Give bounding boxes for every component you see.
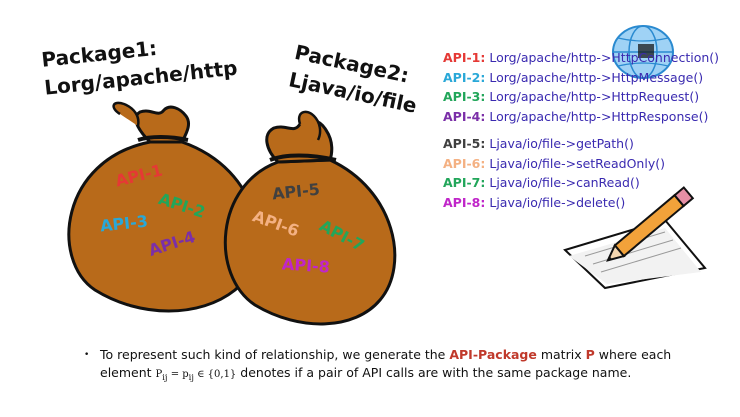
- api-signature: Lorg/apache/http->HttpRequest(): [489, 89, 700, 104]
- api-signature: Ljava/io/file->delete(): [489, 194, 626, 210]
- api-id: API-2:: [443, 69, 486, 85]
- math-subscript: ij: [162, 372, 168, 382]
- math-equals: = p: [167, 369, 189, 380]
- bullet-highlight-p: P: [585, 347, 595, 362]
- api-list-group2: API-5: Ljava/io/file->getPath() API-6: L…: [443, 134, 665, 212]
- api-id: API-7:: [443, 175, 486, 190]
- api-row: API-3: Lorg/apache/http->HttpRequest(): [443, 87, 719, 107]
- bullet-text-part2: matrix: [536, 347, 586, 362]
- api-signature: Lorg/apache/http->HttpMessage(): [489, 69, 704, 85]
- api-id: API-5:: [443, 136, 486, 151]
- api-row: API-8: Ljava/io/file->delete(): [443, 193, 665, 213]
- globe-icon: [612, 25, 674, 79]
- api-id: API-8:: [443, 194, 486, 210]
- bullet-text-part4: denotes if a pair of API calls are with …: [236, 365, 632, 380]
- api-row: API-1: Lorg/apache/http->HttpConnection(…: [443, 48, 719, 68]
- package1-bag: [67, 101, 259, 313]
- package2-bag: [223, 110, 397, 326]
- bag2-label-api8: API-8: [281, 254, 331, 277]
- api-row: API-4: Lorg/apache/http->HttpResponse(): [443, 107, 719, 127]
- api-row: API-5: Ljava/io/file->getPath(): [443, 134, 665, 154]
- bullet-text-part3: where each element: [100, 347, 672, 380]
- api-id: API-4:: [443, 108, 486, 124]
- api-signature: Ljava/io/file->getPath(): [489, 136, 634, 151]
- api-row: API-6: Ljava/io/file->setReadOnly(): [443, 154, 665, 174]
- api-signature: Ljava/io/file->canRead(): [489, 175, 640, 190]
- math-subscript2: ij: [188, 372, 194, 382]
- bullet-math: Pij = pij ∈ {0,1}: [155, 369, 237, 382]
- api-list-group1: API-1: Lorg/apache/http->HttpConnection(…: [443, 48, 719, 126]
- api-row: API-2: Lorg/apache/http->HttpMessage(): [443, 68, 719, 88]
- api-signature: Lorg/apache/http->HttpResponse(): [489, 108, 709, 124]
- api-row: API-7: Ljava/io/file->canRead(): [443, 173, 665, 193]
- bullet-text: To represent such kind of relationship, …: [100, 346, 720, 386]
- api-id: API-1:: [443, 50, 486, 65]
- api-id: API-6:: [443, 155, 486, 171]
- math-set: ∈ {0,1}: [193, 369, 237, 380]
- paper-pencil-icon: [563, 186, 707, 290]
- api-signature: Ljava/io/file->setReadOnly(): [489, 155, 665, 171]
- api-id: API-3:: [443, 89, 486, 104]
- math-symbol: P: [155, 369, 163, 380]
- bullet-text-part1: To represent such kind of relationship, …: [100, 347, 450, 362]
- bullet-highlight-api-package: API-Package: [449, 347, 537, 362]
- api-signature: Lorg/apache/http->HttpConnection(): [489, 50, 720, 65]
- bullet-dot: •: [84, 350, 90, 360]
